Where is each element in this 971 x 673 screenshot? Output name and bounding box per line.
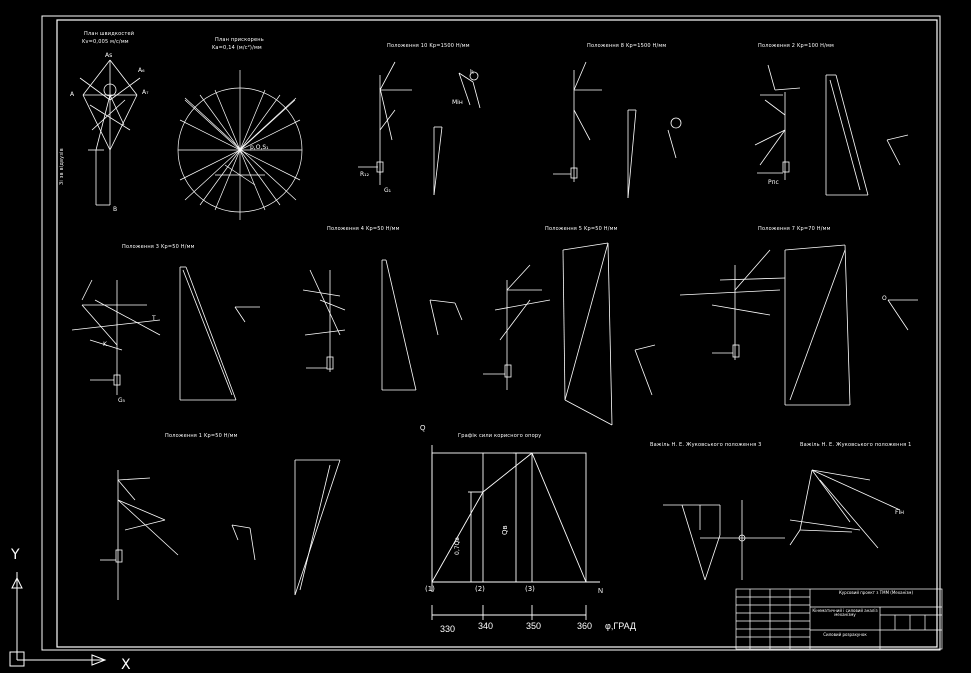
title-block-line2: Кінематичний і силовий аналіз механізму	[812, 608, 878, 618]
pos4-title: Положення 4 Kp=50 Н/мм	[327, 226, 400, 232]
graph-point-1: (1)	[425, 585, 435, 593]
pos3-title: Положення 3 Kp=50 Н/мм	[122, 244, 195, 250]
graph-tick-3: 350	[526, 621, 542, 631]
pos5-title: Положення 5 Kp=50 Н/мм	[545, 226, 618, 232]
ucs-icon	[9, 572, 107, 667]
group-position-2	[754, 64, 909, 196]
label-fip: Fін	[895, 509, 905, 516]
label-mip: Mін	[452, 99, 463, 106]
label-t: T	[152, 315, 156, 322]
graph-x-axis-label: N	[598, 588, 604, 595]
vertical-note: Зі зв відвузів	[59, 148, 65, 185]
zhukovsky-lever-1	[789, 469, 901, 549]
label-a7: A₇	[142, 89, 149, 96]
label-ae: A₆	[138, 67, 145, 74]
graph-title: Графік сили корисного опору	[458, 433, 542, 439]
title-block-line3: Силовий розрахунок	[823, 632, 867, 637]
graph-dim-q: Qв	[501, 525, 509, 535]
label-o: O	[882, 295, 887, 302]
label-pnc: Pпс	[768, 179, 779, 186]
group-position-5	[483, 242, 656, 426]
graph-tick-2: 340	[478, 621, 494, 631]
graph-tick-1: 330	[440, 624, 456, 634]
accel-plan	[177, 70, 303, 220]
label-g: G₁	[384, 187, 392, 194]
pos10-title: Положення 10 Kp=1500 Н/мм	[387, 43, 470, 49]
pos7-title: Положення 7 Kp=70 Н/мм	[758, 226, 831, 232]
label-b: B	[113, 206, 118, 213]
pos1-title: Положення 1 Kp=50 Н/мм	[165, 433, 238, 439]
group-position-8	[553, 61, 682, 199]
group-position-7	[679, 244, 918, 406]
graph-tick-4: 360	[577, 621, 593, 631]
graph-x-unit: φ,ГРАД	[605, 621, 637, 631]
zhukovsky-1-title: Важіль Н. Е. Жуковського положення 1	[800, 442, 912, 448]
label-r12: R₁₂	[360, 171, 369, 178]
group-position-3	[71, 266, 260, 401]
accel-plan-scale: Ka=0,14 (м/с²)/мм	[212, 45, 262, 51]
group-position-4	[302, 259, 463, 391]
group-position-10	[358, 61, 481, 196]
label-k: K	[103, 341, 107, 348]
label-h: h	[470, 69, 474, 76]
graph-point-3: (3)	[525, 585, 535, 593]
label-g5: G₅	[118, 397, 126, 404]
title-block-line1: Курсовий проект з ТММ (Механізм)	[838, 590, 914, 595]
speed-plan	[79, 59, 141, 206]
ucs-y-label: Y	[11, 547, 20, 563]
ucs-x-label: X	[121, 657, 131, 673]
graph-y-axis-label: Q	[420, 425, 426, 432]
label-p-o-s1: p,O,S₁	[250, 144, 269, 151]
force-graph	[431, 445, 600, 620]
graph-point-2: (2)	[475, 585, 485, 593]
group-position-1	[100, 459, 341, 600]
zhukovsky-lever-3	[663, 500, 785, 581]
sheet-frame	[41, 15, 941, 651]
zhukovsky-3-title: Важіль Н. Е. Жуковського положення 3	[650, 442, 762, 448]
accel-plan-title: План прискорень	[215, 37, 264, 43]
speed-plan-scale: Kv=0,005 м/с/мм	[82, 39, 129, 45]
speed-plan-title: План швидкостей	[84, 31, 135, 37]
label-a: A	[70, 91, 75, 98]
pos2-title: Положення 2 Kp=100 Н/мм	[758, 43, 834, 49]
sheet-inner-frame	[56, 19, 938, 648]
label-as: As	[105, 52, 113, 59]
pos8-title: Положення 8 Kp=1500 Н/мм	[587, 43, 667, 49]
title-block	[735, 588, 943, 650]
graph-dim-07q: 0,7Qв	[454, 537, 461, 555]
